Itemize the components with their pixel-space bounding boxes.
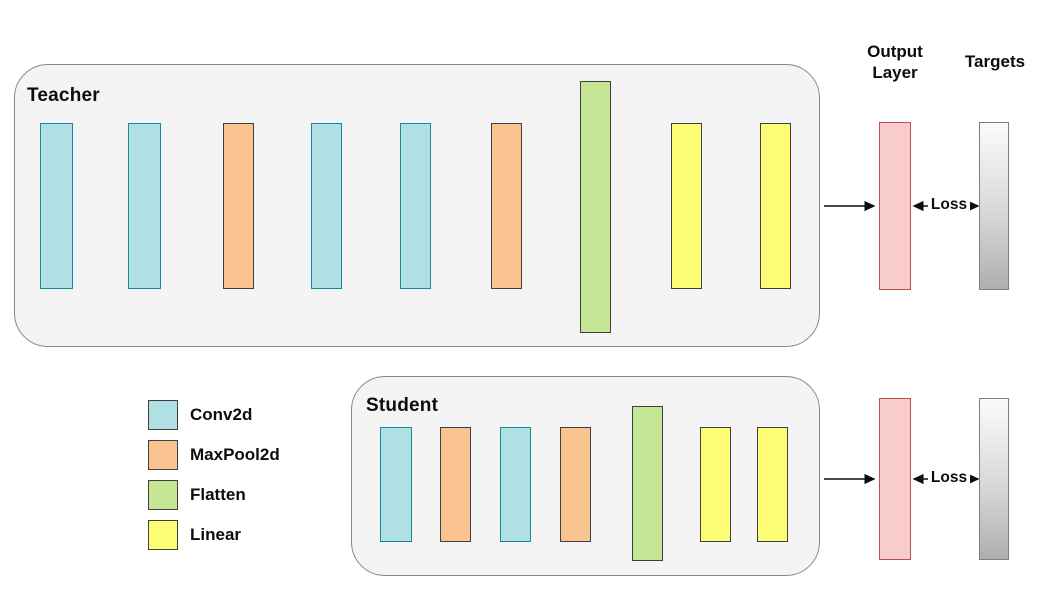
legend-label-conv2d: Conv2d — [190, 405, 253, 424]
teacher-layer-flatten-6 — [580, 81, 611, 333]
teacher-layer-conv2d-3 — [311, 123, 342, 289]
student-targets-bar — [979, 398, 1009, 560]
legend-item-maxpool2d: MaxPool2d — [148, 440, 280, 470]
legend-item-linear: Linear — [148, 520, 241, 550]
legend-label-linear: Linear — [190, 525, 242, 544]
teacher-layer-maxpool2d-5 — [491, 123, 522, 289]
legend-swatch-maxpool2d-icon — [148, 440, 178, 470]
legend-item-flatten: Flatten — [148, 480, 246, 510]
student-forward-arrow — [824, 473, 876, 485]
legend-swatch-flatten-icon — [148, 480, 178, 510]
student-loss-label: Loss — [930, 469, 968, 486]
teacher-layer-linear-7 — [671, 123, 702, 289]
teacher-layer-conv2d-1 — [128, 123, 161, 289]
student-layer-flatten-4 — [632, 406, 663, 561]
legend-swatch-linear-icon — [148, 520, 178, 550]
teacher-loss-label-wrap: Loss — [928, 194, 970, 216]
student-loss-label-wrap: Loss — [928, 467, 970, 489]
teacher-targets-bar — [979, 122, 1009, 290]
teacher-layer-conv2d-0 — [40, 123, 73, 289]
legend-label-flatten: Flatten — [190, 485, 246, 504]
legend-swatch-conv2d-icon — [148, 400, 178, 430]
student-layer-conv2d-2 — [500, 427, 531, 542]
teacher-group-label: Teacher — [27, 85, 100, 106]
student-layer-linear-6 — [757, 427, 788, 542]
student-layer-maxpool2d-3 — [560, 427, 591, 542]
teacher-layer-maxpool2d-2 — [223, 123, 254, 289]
student-layer-maxpool2d-1 — [440, 427, 471, 542]
student-group-label: Student — [366, 395, 439, 416]
teacher-output-layer-bar — [879, 122, 911, 290]
student-layer-conv2d-0 — [380, 427, 412, 542]
teacher-loss-label: Loss — [930, 196, 968, 213]
output-layer-title: Output Layer — [867, 42, 923, 82]
student-layer-linear-5 — [700, 427, 731, 542]
targets-title: Targets — [964, 52, 1026, 71]
legend-label-maxpool2d: MaxPool2d — [190, 445, 280, 464]
teacher-layer-conv2d-4 — [400, 123, 431, 289]
student-output-layer-bar — [879, 398, 911, 560]
teacher-layer-linear-8 — [760, 123, 791, 289]
teacher-forward-arrow — [824, 200, 876, 212]
legend-item-conv2d: Conv2d — [148, 400, 252, 430]
